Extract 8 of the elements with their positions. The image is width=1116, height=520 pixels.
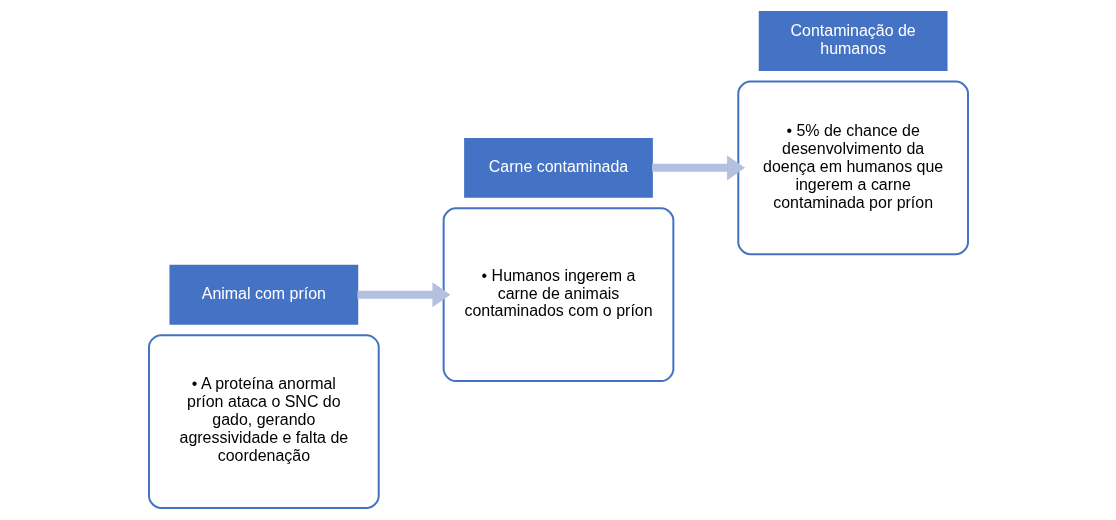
arrow xyxy=(651,155,745,181)
node-box: • A proteína anormal príon ataca o SNC do gado, gerando agressividade e falta de coordenação xyxy=(147,334,380,509)
node-box: Contaminação de humanos xyxy=(758,11,948,71)
node-box: • 5% de chance de desenvolvimento da doença em humanos que ingerem a carne contaminada por príon xyxy=(736,80,969,256)
node-box: Animal com príon xyxy=(168,264,358,325)
arrow xyxy=(356,282,450,308)
node-box: • Humanos ingerem a carne de animais contaminados com o príon xyxy=(442,207,674,383)
node-box: Carne contaminada xyxy=(463,137,653,198)
